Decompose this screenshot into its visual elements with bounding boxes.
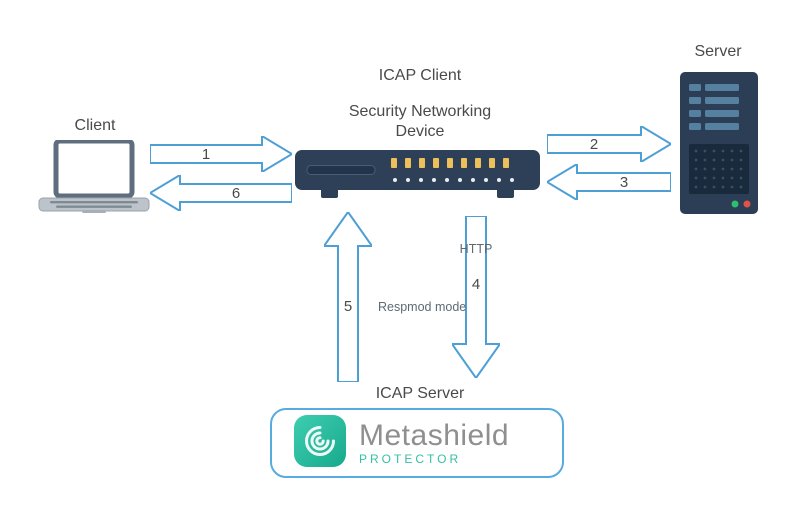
arrow-right-shape <box>150 136 292 172</box>
arrow-5-label: 5 <box>343 298 353 315</box>
arrow-3-label: 3 <box>619 173 629 191</box>
icap-client-title: ICAP Client <box>378 67 462 84</box>
icap-server-title: ICAP Server <box>375 385 465 402</box>
http-annotation: HTTP <box>459 242 493 256</box>
laptop-icon-svg <box>38 138 150 213</box>
arrow-left-shape <box>150 175 292 211</box>
metashield-logo-svg <box>294 414 346 467</box>
network-device-icon-svg <box>295 150 540 198</box>
arrow-5-up: 5 <box>324 212 372 382</box>
arrow-down-shape <box>452 216 500 378</box>
brand-subtitle: PROTECTOR <box>359 452 462 467</box>
arrow-4-label: 4 <box>471 276 481 293</box>
server-led-green <box>731 200 739 208</box>
arrow-left-shape <box>547 164 671 200</box>
arrow-3-left: 3 <box>547 164 671 200</box>
arrow-2-right: 2 <box>547 126 671 162</box>
server-label: Server <box>694 43 742 60</box>
brand-text: Metashield PROTECTOR <box>359 420 509 467</box>
metashield-logo-icon <box>294 414 346 472</box>
arrow-2-label: 2 <box>589 135 599 153</box>
metashield-box: Metashield PROTECTOR <box>270 408 564 478</box>
server-tower-icon-svg <box>680 72 758 214</box>
arrow-1-right: 1 <box>150 136 292 172</box>
arrow-up-shape <box>324 212 372 382</box>
client-label: Client <box>74 117 116 134</box>
arrow-4-down: HTTP 4 <box>452 216 500 378</box>
laptop-icon <box>38 138 150 223</box>
arrow-right-shape <box>547 126 671 162</box>
arrow-1-label: 1 <box>201 145 211 163</box>
server-tower-icon <box>680 72 760 225</box>
network-device-icon <box>295 150 540 205</box>
server-led-red <box>743 200 751 208</box>
respmod-annotation: Respmod mode <box>378 300 467 314</box>
arrow-6-label: 6 <box>231 184 241 202</box>
device-subtitle: Security Networking Device <box>348 103 492 141</box>
brand-name: Metashield <box>359 418 510 452</box>
arrow-6-left: 6 <box>150 175 292 211</box>
